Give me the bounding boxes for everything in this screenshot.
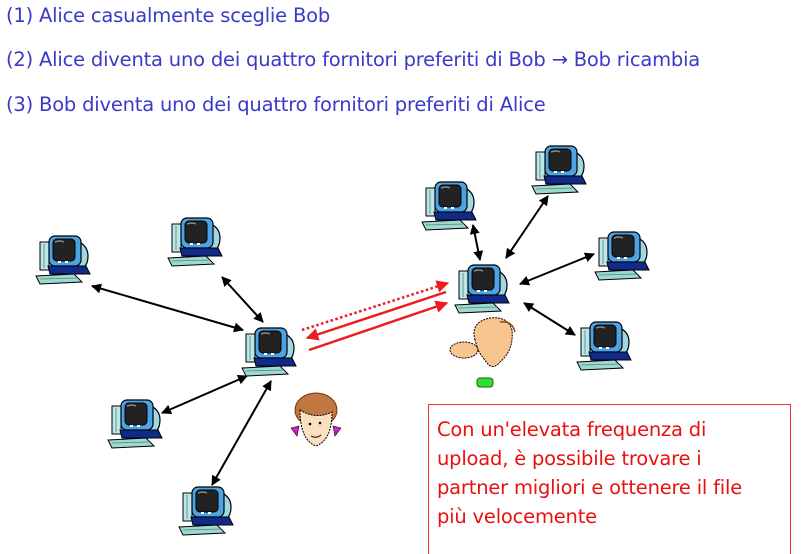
link-bob-peer-top-right: [505, 195, 549, 259]
note-line: partner migliori e ottenere il file: [437, 476, 743, 499]
peer-computer-bob-bottom-right: [576, 321, 632, 371]
step-3-text: (3) Bob diventa uno dei quattro fornitor…: [6, 93, 546, 116]
link-alice-peer-bottom-left: [161, 375, 248, 414]
alice-bob-links: [301, 280, 450, 352]
note-line: upload, è possibile trovare i: [437, 447, 702, 470]
upload-benefit-note: Con un'elevata frequenza di upload, è po…: [428, 404, 791, 554]
peer-computer-bob-top-right: [531, 145, 587, 195]
man-face-icon: [449, 317, 516, 388]
link-bob-peer-bottom-right: [523, 302, 576, 336]
peer-computer-bottom: [178, 486, 234, 536]
link-alice-peer-left: [91, 283, 244, 333]
link-alice-peer-bottom: [211, 380, 272, 486]
peer-computer-top-left: [167, 217, 223, 267]
alice-computer: [241, 327, 297, 377]
step-2-text: (2) Alice diventa uno dei quattro fornit…: [6, 48, 701, 71]
note-line: più velocemente: [437, 505, 597, 528]
link-alice-peer-top: [221, 276, 264, 323]
peer-computer-bottom-left: [107, 399, 163, 449]
peer-computer-bob-top-left: [421, 181, 477, 231]
optimistic-unchoke-link: [301, 280, 450, 332]
step-1-text: (1) Alice casualmente sceglie Bob: [6, 4, 331, 27]
bob-computer: [454, 264, 510, 314]
alice-peer-links: [91, 276, 272, 486]
note-line: Con un'elevata frequenza di: [437, 418, 707, 441]
bob-peer-links: [469, 195, 595, 336]
alice-to-bob-link: [308, 300, 449, 352]
peer-computer-bob-right: [594, 231, 650, 281]
peer-computer-left: [35, 235, 91, 285]
bob-to-alice-link: [305, 290, 447, 341]
woman-face-icon: [290, 392, 342, 447]
link-bob-peer-right: [519, 252, 595, 286]
link-bob-peer-top-left: [469, 224, 484, 261]
